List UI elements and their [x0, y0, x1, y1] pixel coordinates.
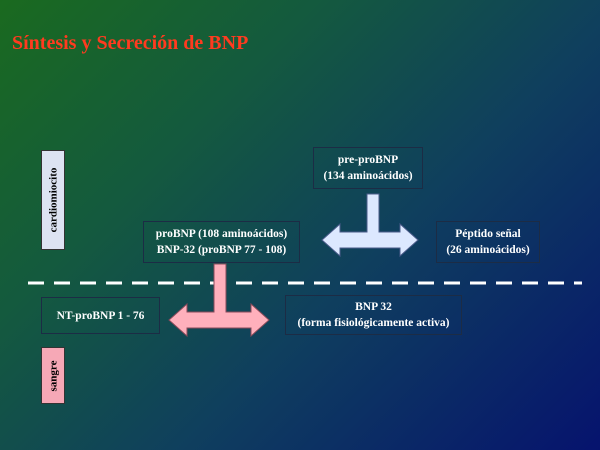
sangre-label: sangre	[41, 347, 65, 404]
blue-split-arrow	[321, 193, 419, 258]
bnp32-line2: (forma fisiológicamente activa)	[297, 317, 450, 329]
cardiomiocito-label: cardiomiocito	[41, 150, 65, 250]
peptido-senal-line1: Péptido señal	[455, 228, 521, 240]
peptido-senal-line2: (26 aminoácidos)	[446, 244, 530, 256]
slide-title: Síntesis y Secreción de BNP	[12, 32, 249, 54]
pre-probnp-line1: pre-proBNP	[337, 154, 399, 166]
pre-probnp-box: pre-proBNP (134 aminoácidos)	[313, 147, 423, 189]
nt-probnp-line1: NT-proBNP 1 - 76	[56, 309, 145, 322]
pre-probnp-line2: (134 aminoácidos)	[323, 170, 413, 182]
peptido-senal-box: Péptido señal (26 aminoácidos)	[436, 221, 540, 263]
probnp-box: proBNP (108 aminoácidos) BNP-32 (proBNP …	[143, 221, 300, 263]
probnp-line1: proBNP (108 aminoácidos)	[155, 228, 288, 240]
probnp-line2: BNP-32 (proBNP 77 - 108)	[156, 244, 287, 256]
pink-split-arrow	[168, 263, 270, 338]
bnp32-box: BNP 32 (forma fisiológicamente activa)	[285, 295, 462, 335]
nt-probnp-box: NT-proBNP 1 - 76	[41, 297, 160, 334]
bnp32-line1: BNP 32	[355, 301, 392, 313]
